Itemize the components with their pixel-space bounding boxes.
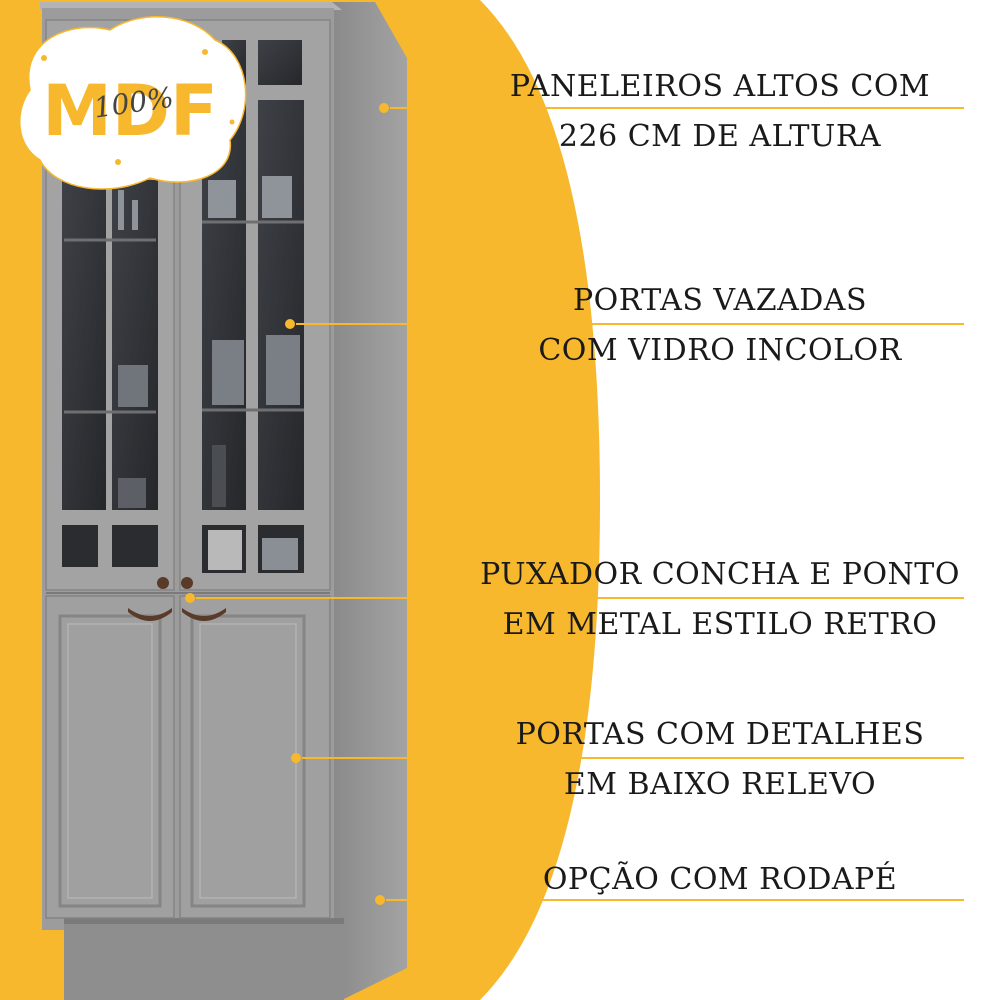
callout-height-line2: 226 CM DE ALTURA (558, 119, 882, 154)
badge-brand: MDF (42, 70, 218, 152)
callout-plinth-line1: OPÇÃO COM RODAPÉ (542, 862, 898, 897)
callout-handles: PUXADOR CONCHA E PONTO EM METAL ESTILO R… (470, 550, 970, 650)
callout-leaders (185, 103, 964, 905)
callout-glass-doors: PORTAS VAZADAS COM VIDRO INCOLOR (470, 276, 970, 376)
callout-plinth: OPÇÃO COM RODAPÉ (470, 855, 970, 905)
panel-door-left (45, 595, 175, 919)
mdf-badge: MDF 100% (19, 15, 247, 190)
cup-handles (128, 608, 226, 621)
callout-handles-line2: EM METAL ESTILO RETRO (502, 607, 938, 642)
cabinet-side (332, 2, 407, 1000)
callout-relief-doors-line1: PORTAS COM DETALHES (515, 717, 925, 752)
cabinet-plinth (64, 918, 344, 1000)
callout-height-line1: PANELEIROS ALTOS COM (509, 69, 931, 104)
callout-relief-doors: PORTAS COM DETALHES EM BAIXO RELEVO (470, 710, 970, 810)
callout-glass-doors-line1: PORTAS VAZADAS (572, 283, 868, 318)
handle-knobs (157, 577, 193, 589)
callout-height: PANELEIROS ALTOS COM 226 CM DE ALTURA (470, 62, 970, 162)
callout-relief-doors-line2: EM BAIXO RELEVO (563, 767, 877, 802)
callout-glass-doors-line2: COM VIDRO INCOLOR (538, 333, 902, 368)
callout-handles-line1: PUXADOR CONCHA E PONTO (480, 557, 960, 592)
